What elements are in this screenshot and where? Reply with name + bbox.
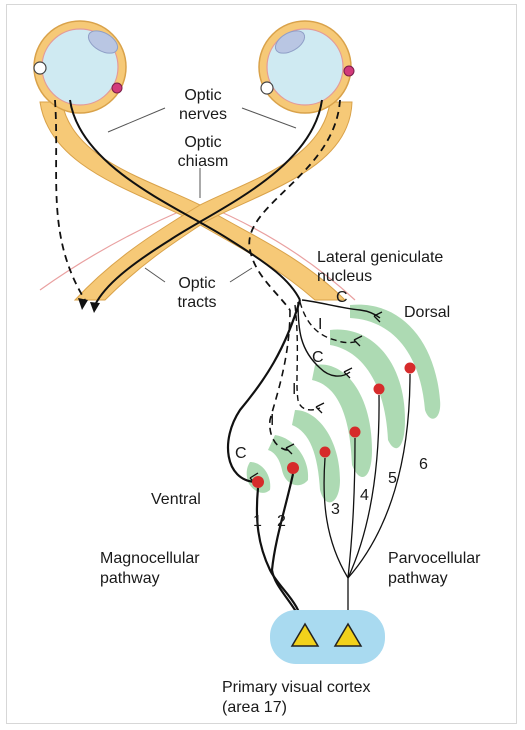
cell-body-6 [405,363,416,374]
optic-nerves-leader-right [242,108,296,128]
cell-body-4 [350,427,361,438]
lgn-label-line2: nucleus [317,268,372,285]
layer-number-6: 6 [419,456,428,473]
input-mark-i-2: I [292,381,296,398]
lgn-layers [247,305,441,503]
cell-body-5 [374,384,385,395]
ventral-label: Ventral [151,491,201,508]
cell-body-3 [320,447,331,458]
optic-nerves-label-line2: nerves [179,106,227,123]
cortex-label-line2: (area 17) [222,699,287,716]
optic-tracts-leader-left [145,268,165,282]
dorsal-label: Dorsal [404,304,450,321]
optic-tracts-label-line1: Optic [178,275,215,292]
cell-body-2 [287,462,299,474]
optic-nerves-leader-left [108,108,165,132]
input-mark-c-bottom: C [235,445,247,462]
left-nerve-band [40,102,345,300]
optic-tracts-label-line2: tracts [177,294,216,311]
lgn-layer-2 [268,435,308,485]
parvocellular-label-line1: Parvocellular [388,550,481,567]
parvocellular-label-line2: pathway [388,570,448,587]
layer-number-2: 2 [277,513,286,530]
optic-nerves-label-line1: Optic [184,87,221,104]
input-mark-c-mid: C [312,349,324,366]
input-mark-c-top: C [336,289,348,306]
input-mark-i-3: I [270,412,274,429]
magnocellular-label-line1: Magnocellular [100,550,200,567]
right-eye [259,21,354,113]
optic-tracts-leader-right [230,268,252,282]
input-mark-i-1: I [318,316,322,333]
left-eye [34,21,126,113]
magnocellular-label-line2: pathway [100,570,160,587]
lgn-label-line1: Lateral geniculate [317,249,443,266]
optic-chiasm-label-line2: chiasm [178,153,229,170]
layer-number-1: 1 [253,513,262,530]
layer-number-4: 4 [360,487,369,504]
magno-axon-2 [272,474,305,632]
cortex-region [270,610,385,664]
tract-arrow-1 [78,298,88,310]
layer-number-5: 5 [388,470,397,487]
cortex-label-line1: Primary visual cortex [222,679,370,696]
layer-number-3: 3 [331,501,340,518]
optic-chiasm-label-line1: Optic [184,134,221,151]
tract-arrow-2 [90,302,100,313]
cell-body-1 [252,476,264,488]
